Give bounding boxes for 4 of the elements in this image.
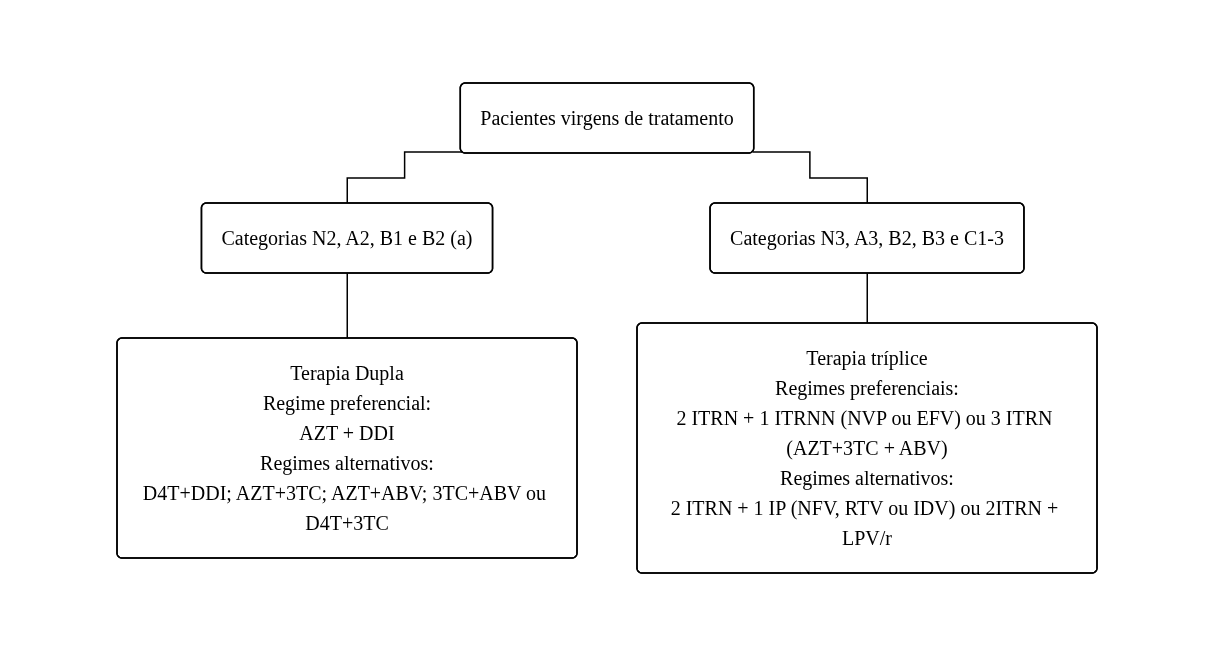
connector (346, 272, 348, 339)
connector (866, 272, 868, 324)
connector (751, 150, 868, 204)
connector (346, 150, 463, 204)
